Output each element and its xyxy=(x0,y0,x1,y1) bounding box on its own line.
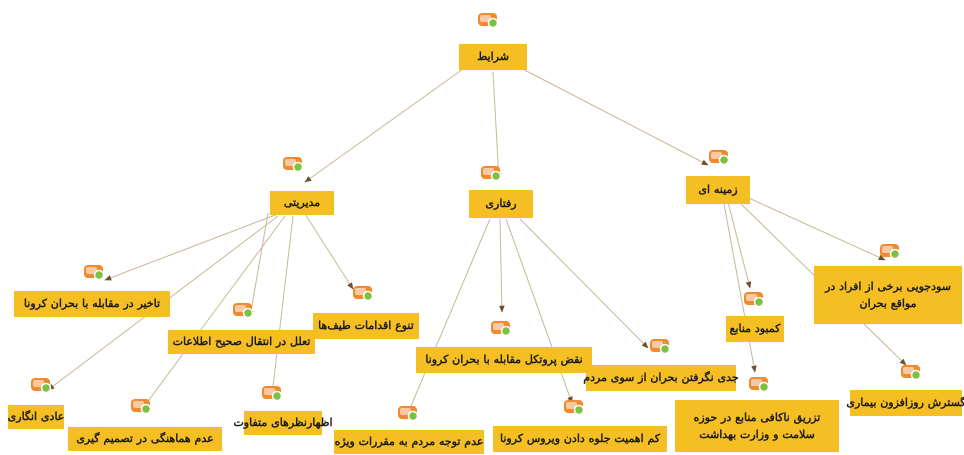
item-info-transfer[interactable]: تعلل در انتقال صحیح اطلاعات xyxy=(168,330,315,354)
item-info-icon xyxy=(233,302,254,318)
item-normalize-icon xyxy=(31,377,52,393)
item-spread-label: گسترش روزافزون بیماری xyxy=(846,396,964,410)
item-serious-icon xyxy=(650,338,671,354)
item-shortage-label: کمبود منابع xyxy=(729,322,781,336)
item-normalize-label: عادی انگاری xyxy=(7,410,65,424)
item-importance-icon xyxy=(564,399,585,415)
item-coordination-icon xyxy=(131,398,152,414)
edge-mgmt-spectrum xyxy=(304,213,354,290)
item-delay-response[interactable]: تاخیر در مقابله با بحران کرونا xyxy=(14,291,170,317)
item-spectrum-icon xyxy=(353,285,374,301)
item-coordination-label: عدم هماهنگی در تصمیم گیری xyxy=(76,432,214,446)
item-spectrum-label: تنوع اقدامات طیف‌ها xyxy=(318,319,414,333)
item-profit-label: سودجویی برخی از افراد در مواقع بحران xyxy=(825,279,951,310)
edge-ctx-injection xyxy=(723,203,757,373)
edge-ctx-profit xyxy=(739,193,886,261)
item-injection-label: تزریق ناکافی منابع در حوزه سلامت و وزارت… xyxy=(693,410,821,441)
management-node[interactable]: مدیریتی xyxy=(270,191,334,215)
item-injection-icon xyxy=(749,376,770,392)
item-insufficient-funding[interactable]: تزریق ناکافی منابع در حوزه سلامت و وزارت… xyxy=(675,400,839,452)
item-spread-icon xyxy=(901,364,922,380)
edge-beh-protocol xyxy=(499,218,505,313)
context-node[interactable]: زمینه ای xyxy=(686,176,750,204)
management-node-label: مدیریتی xyxy=(283,196,321,210)
item-spectrum-actions[interactable]: تنوع اقدامات طیف‌ها xyxy=(313,313,419,339)
item-resource-shortage[interactable]: کمبود منابع xyxy=(726,316,784,342)
behavioral-node-icon xyxy=(481,165,502,181)
edge-beh-serious xyxy=(519,218,649,349)
item-not-serious[interactable]: جدی نگرفتن بحران از سوی مردم xyxy=(583,365,739,391)
edge-root-management xyxy=(304,63,471,183)
root-node-icon xyxy=(478,12,499,28)
item-protocol-violation[interactable]: نقض پروتکل مقابله با بحران کرونا xyxy=(416,347,592,373)
item-ignore-rules[interactable]: عدم توجه مردم به مقررات ویژه xyxy=(334,430,484,454)
item-rules-icon xyxy=(398,405,419,421)
behavioral-node[interactable]: رفتاری xyxy=(469,190,533,218)
item-rules-label: عدم توجه مردم به مقررات ویژه xyxy=(334,435,484,449)
item-info-label: تعلل در انتقال صحیح اطلاعات xyxy=(172,335,311,349)
item-profit-icon xyxy=(880,243,901,259)
item-serious-label: جدی نگرفتن بحران از سوی مردم xyxy=(583,371,739,385)
behavioral-node-label: رفتاری xyxy=(485,197,517,211)
item-delay-icon xyxy=(84,264,105,280)
item-protocol-label: نقض پروتکل مقابله با بحران کرونا xyxy=(425,353,583,367)
item-opinions-label: اظهارنظرهای متفاوت xyxy=(233,416,333,430)
management-node-icon xyxy=(283,156,304,172)
item-delay-label: تاخیر در مقابله با بحران کرونا xyxy=(23,297,161,311)
context-node-icon xyxy=(709,149,730,165)
item-differing-opinions[interactable]: اظهارنظرهای متفاوت xyxy=(233,411,333,435)
item-opinions-icon xyxy=(262,385,283,401)
item-protocol-icon xyxy=(491,320,512,336)
root-node[interactable]: شرایط xyxy=(459,44,527,70)
item-profiteering[interactable]: سودجویی برخی از افراد در مواقع بحران xyxy=(814,266,962,324)
edge-root-behavioral xyxy=(492,71,502,181)
edge-ctx-shortage xyxy=(727,201,752,289)
item-disease-spread[interactable]: گسترش روزافزون بیماری xyxy=(846,390,964,416)
item-shortage-icon xyxy=(744,291,765,307)
edge-mgmt-opinions xyxy=(269,215,294,396)
edge-root-context xyxy=(512,63,709,166)
item-normalization[interactable]: عادی انگاری xyxy=(8,405,64,429)
root-node-label: شرایط xyxy=(477,50,509,64)
edge-beh-importance xyxy=(505,218,573,404)
item-coordination[interactable]: عدم هماهنگی در تصمیم گیری xyxy=(68,427,222,451)
edge-mgmt-coordination xyxy=(139,215,286,413)
edge-mgmt-delay xyxy=(104,211,284,281)
edge-mgmt-info xyxy=(248,212,269,318)
context-node-label: زمینه ای xyxy=(698,183,738,197)
item-importance-label: کم اهمیت جلوه دادن ویروس کرونا xyxy=(499,432,661,446)
item-downplay-virus[interactable]: کم اهمیت جلوه دادن ویروس کرونا xyxy=(493,426,667,452)
edge-beh-rules xyxy=(407,218,491,414)
